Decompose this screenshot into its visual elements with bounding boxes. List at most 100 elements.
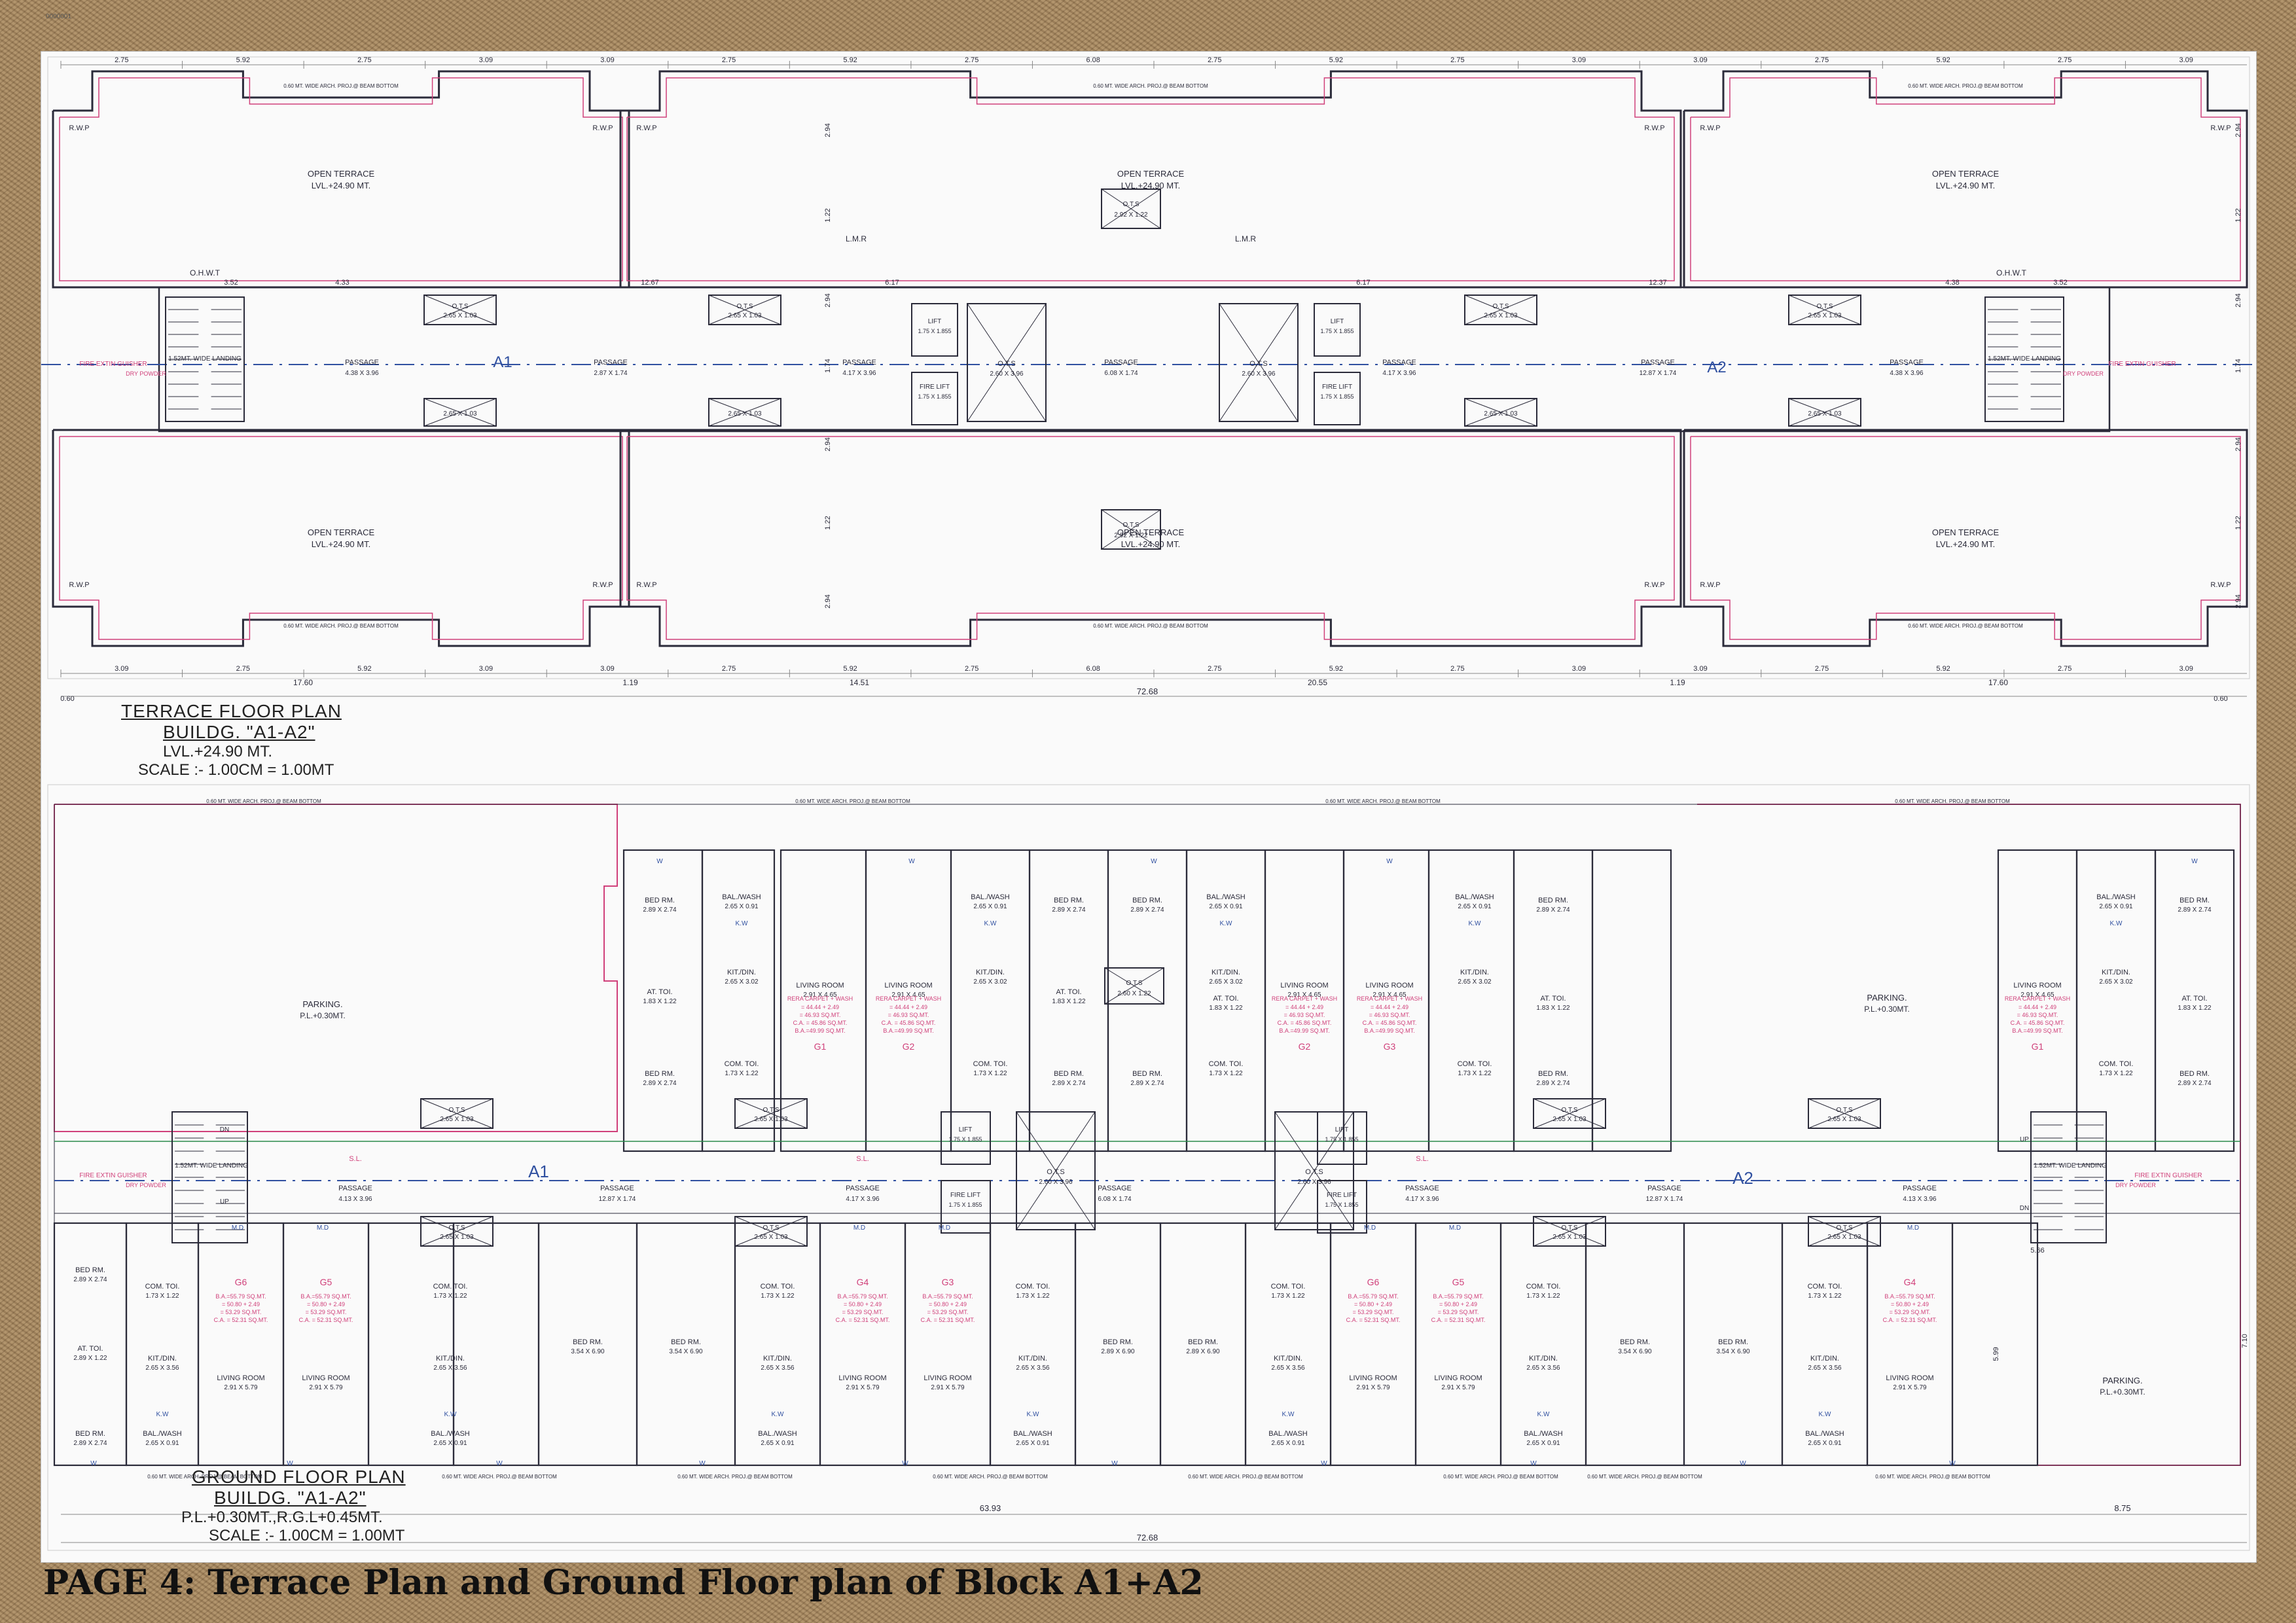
ots-shaft (1219, 303, 1299, 422)
terrace-parapet-line (626, 77, 1675, 281)
landing-label: 1.52MT. WIDE LANDING (1988, 355, 2061, 363)
passage-label: PASSAGE (1903, 1185, 1937, 1192)
terrace-inner-dim: 12.37 (1649, 279, 1667, 287)
rera-area-value: = 44.44 + 2.49 (801, 1004, 839, 1010)
ots-shaft-diag (423, 398, 497, 427)
terrace-side-dim: 2.94 (2234, 293, 2242, 307)
ots-size: 2.65 X 1.03 (1484, 312, 1518, 319)
ots-size: 2.65 X 1.03 (728, 312, 762, 319)
room-name: LIVING ROOM (838, 1374, 886, 1382)
room-size: 2.89 X 2.74 (1536, 1080, 1570, 1087)
room-name: BAL./WASH (431, 1430, 470, 1438)
rain-water-pipe-label: R.W.P (592, 581, 613, 589)
ground-building-label: BUILDG. "A1-A2" (214, 1488, 367, 1508)
rera-carpet-note: RERA CARPET + WASH (1272, 995, 1337, 1002)
unit-label: G4 (857, 1277, 869, 1287)
rera-area-value: B.A.=49.99 SQ.MT. (795, 1027, 845, 1034)
arch-projection-note: 0.60 MT. WIDE ARCH. PROJ.@ BEAM BOTTOM (1093, 623, 1208, 629)
room-size: 2.89 X 2.74 (2178, 906, 2212, 914)
window-marker: W (656, 858, 663, 865)
fire-lift-label: FIRE LIFT (1327, 1192, 1357, 1199)
unit-label: G5 (320, 1277, 332, 1287)
open-terrace-level: LVL.+24.90 MT. (1936, 181, 1995, 190)
arch-projection-note: 0.60 MT. WIDE ARCH. PROJ.@ BEAM BOTTOM (442, 1474, 557, 1480)
ots-shaft (1274, 1111, 1354, 1230)
room-name: KIT./DIN. (1211, 969, 1240, 976)
ots-size: 2.92 X 1.22 (1114, 532, 1148, 539)
room-size: 2.89 X 2.74 (1052, 1080, 1086, 1087)
arch-projection-note: 0.60 MT. WIDE ARCH. PROJ.@ BEAM BOTTOM (206, 798, 321, 804)
room-size: 1.73 X 1.22 (761, 1293, 795, 1300)
rera-area-value: = 50.80 + 2.49 (929, 1301, 967, 1308)
open-terrace-label: OPEN TERRACE (1117, 527, 1185, 537)
ots-size: 2.65 X 1.03 (1808, 312, 1842, 319)
terrace-side-dim: 1.22 (824, 516, 832, 529)
passage-size: 4.17 X 3.96 (1405, 1196, 1439, 1203)
passage-label: PASSAGE (1098, 1185, 1132, 1192)
terrace-side-dim: 1.22 (2234, 208, 2242, 222)
room-name: BED RM. (1718, 1338, 1748, 1346)
room-size: 2.65 X 0.91 (1271, 1440, 1305, 1447)
lift-label: LIFT (1331, 318, 1344, 325)
room-size: 2.65 X 3.56 (1016, 1364, 1050, 1372)
room-size: 2.91 X 5.79 (846, 1384, 880, 1391)
room-size: 2.89 X 2.74 (1536, 906, 1570, 914)
stair-up-label: UP (2020, 1136, 2029, 1143)
ots-shaft-diag (1464, 398, 1537, 427)
room-name: COM. TOI. (1526, 1283, 1561, 1291)
terrace-total-dim: 20.55 (1308, 678, 1327, 687)
kitchen-window-marker: K.W (1027, 1411, 1039, 1418)
ots-size: 2.60 X 3.96 (1039, 1179, 1073, 1186)
ots-label: O.T.S (736, 303, 753, 310)
room-size: 1.73 X 1.22 (1458, 1070, 1492, 1077)
rera-area-value: B.A.=55.79 SQ.MT. (215, 1293, 266, 1300)
kitchen-window-marker: K.W (1220, 920, 1232, 927)
rain-water-pipe-label: R.W.P (69, 581, 89, 589)
room-size: 2.91 X 5.79 (224, 1384, 258, 1391)
rain-water-pipe-label: R.W.P (1644, 124, 1664, 132)
room-size: 1.73 X 1.22 (2099, 1070, 2133, 1077)
rera-area-value: B.A.=55.79 SQ.MT. (300, 1293, 351, 1300)
ground-width-dim: 63.93 (980, 1503, 1001, 1513)
terrace-bottom-dim-value: 3.09 (1572, 665, 1586, 673)
terrace-bottom-dim-value: 5.92 (1936, 665, 1950, 673)
arch-projection-note: 0.60 MT. WIDE ARCH. PROJ.@ BEAM BOTTOM (147, 1474, 262, 1480)
terrace-top-dim-value: 2.75 (115, 56, 128, 64)
ots-shaft (1104, 967, 1164, 1005)
rera-area-value: B.A.=49.99 SQ.MT. (883, 1027, 933, 1034)
fire-lift-label: FIRE LIFT (1322, 383, 1352, 391)
drawing-sheet: OPEN TERRACE LVL.+24.90 MT. R.W.P R.W.P 0.60… (41, 51, 2257, 1563)
unit-label: G1 (2032, 1041, 2044, 1052)
terrace-inner-dim: 3.52 (224, 279, 238, 287)
ots-label: O.T.S (762, 1224, 779, 1232)
ots-label: O.T.S (448, 1107, 465, 1114)
room-size: 2.65 X 3.56 (1271, 1364, 1305, 1372)
room-size: 2.91 X 4.65 (2020, 991, 2054, 999)
ots-shaft-diag (420, 1098, 493, 1129)
kitchen-window-marker: K.W (1282, 1411, 1295, 1418)
ots-shaft-diag (1788, 294, 1861, 325)
rera-area-value: = 53.29 SQ.MT. (1890, 1309, 1931, 1315)
ots-size: 2.65 X 1.03 (443, 312, 477, 319)
window-marker: W (90, 1460, 97, 1467)
ots-label: O.T.S (452, 303, 468, 310)
dry-powder-label: DRY POWDER (126, 370, 166, 377)
terrace-bottom-dim-value: 3.09 (600, 665, 614, 673)
room-name: LIVING ROOM (884, 982, 932, 990)
room-name: BAL./WASH (758, 1430, 797, 1438)
ots-shaft-diag (1101, 509, 1161, 550)
terrace-top-dim-value: 3.09 (600, 56, 614, 64)
kitchen-window-marker: K.W (2110, 920, 2123, 927)
room-name: LIVING ROOM (1365, 982, 1413, 990)
rain-water-pipe-label: R.W.P (69, 124, 89, 132)
rera-area-value: B.A.=55.79 SQ.MT. (1433, 1293, 1483, 1300)
passage-size: 4.17 X 3.96 (842, 370, 876, 377)
room-name: BED RM. (1538, 897, 1568, 904)
terrace-inner-dim: 3.52 (2053, 279, 2067, 287)
ots-shaft-diag (423, 294, 497, 325)
parking-level: P.L.+0.30MT. (1864, 1005, 1910, 1014)
room-size: 2.65 X 3.56 (145, 1364, 179, 1372)
room-name: BED RM. (1132, 897, 1162, 904)
rera-area-value: B.A.=55.79 SQ.MT. (922, 1293, 973, 1300)
rain-water-pipe-label: R.W.P (592, 124, 613, 132)
